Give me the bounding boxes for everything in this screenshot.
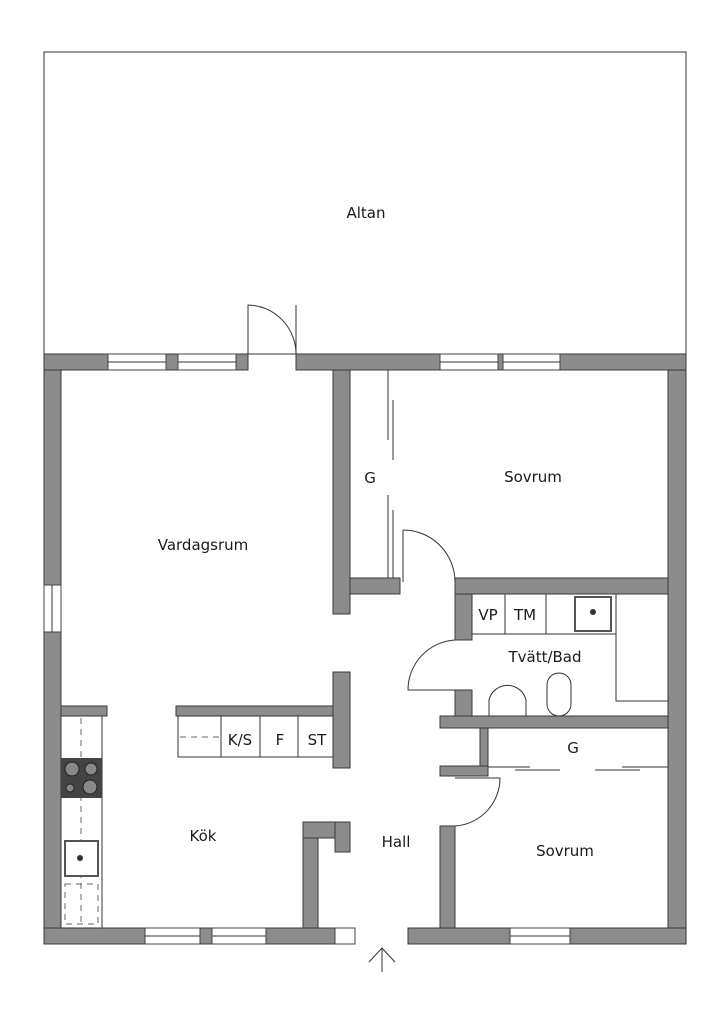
altan-area: [43, 51, 687, 355]
windows: [43, 353, 571, 945]
toilet-icon: [546, 672, 572, 717]
label-st: ST: [308, 731, 328, 749]
room-vardagsrum: Vardagsrum: [158, 536, 249, 554]
fixtures: [60, 593, 668, 929]
walls: [43, 353, 687, 945]
label-vp: VP: [478, 606, 497, 624]
label-f: F: [276, 731, 285, 749]
room-tvatt-bad: Tvätt/Bad: [507, 648, 581, 666]
entrance-arrow: [368, 947, 396, 972]
room-sovrum-lower: Sovrum: [536, 842, 594, 860]
room-altan: Altan: [346, 204, 385, 222]
room-sovrum-upper: Sovrum: [504, 468, 562, 486]
room-closet-lower: G: [567, 739, 579, 757]
washbasin-icon: [488, 684, 527, 716]
room-kok: Kök: [190, 827, 217, 845]
label-ks: K/S: [228, 731, 252, 749]
room-closet-upper: G: [364, 469, 376, 487]
room-hall: Hall: [382, 833, 411, 851]
label-tm: TM: [513, 606, 536, 624]
doors: [247, 304, 668, 827]
